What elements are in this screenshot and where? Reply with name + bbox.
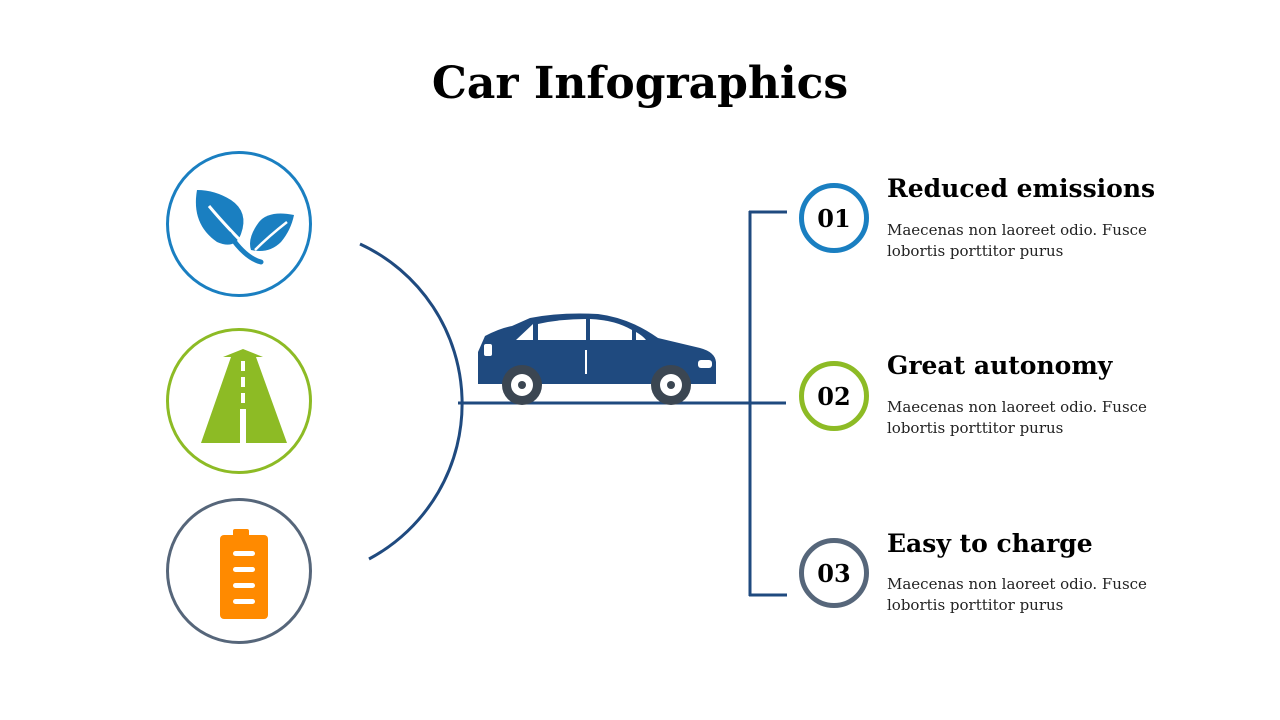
battery-icon	[220, 529, 268, 619]
item-number-2: 02	[799, 361, 869, 431]
page-title: Car Infographics	[431, 58, 849, 109]
item-number-1: 01	[799, 183, 869, 253]
item-title-1: Reduced emissions	[887, 174, 1156, 203]
item-title-2: Great autonomy	[887, 351, 1113, 380]
leaf-circle	[166, 151, 312, 297]
item-description-2: Maecenas non laoreet odio. Fusce loborti…	[887, 398, 1147, 437]
item-description-3: Maecenas non laoreet odio. Fusce loborti…	[887, 575, 1147, 614]
road-circle	[166, 328, 312, 474]
car-icon	[478, 313, 716, 405]
leaves-icon	[195, 190, 294, 265]
arc-line	[359, 242, 464, 561]
item-title-3: Easy to charge	[887, 529, 1093, 558]
battery-circle	[166, 498, 312, 644]
road-icon	[201, 349, 287, 443]
item-number-3: 03	[799, 538, 869, 608]
item-description-1: Maecenas non laoreet odio. Fusce loborti…	[887, 221, 1147, 260]
